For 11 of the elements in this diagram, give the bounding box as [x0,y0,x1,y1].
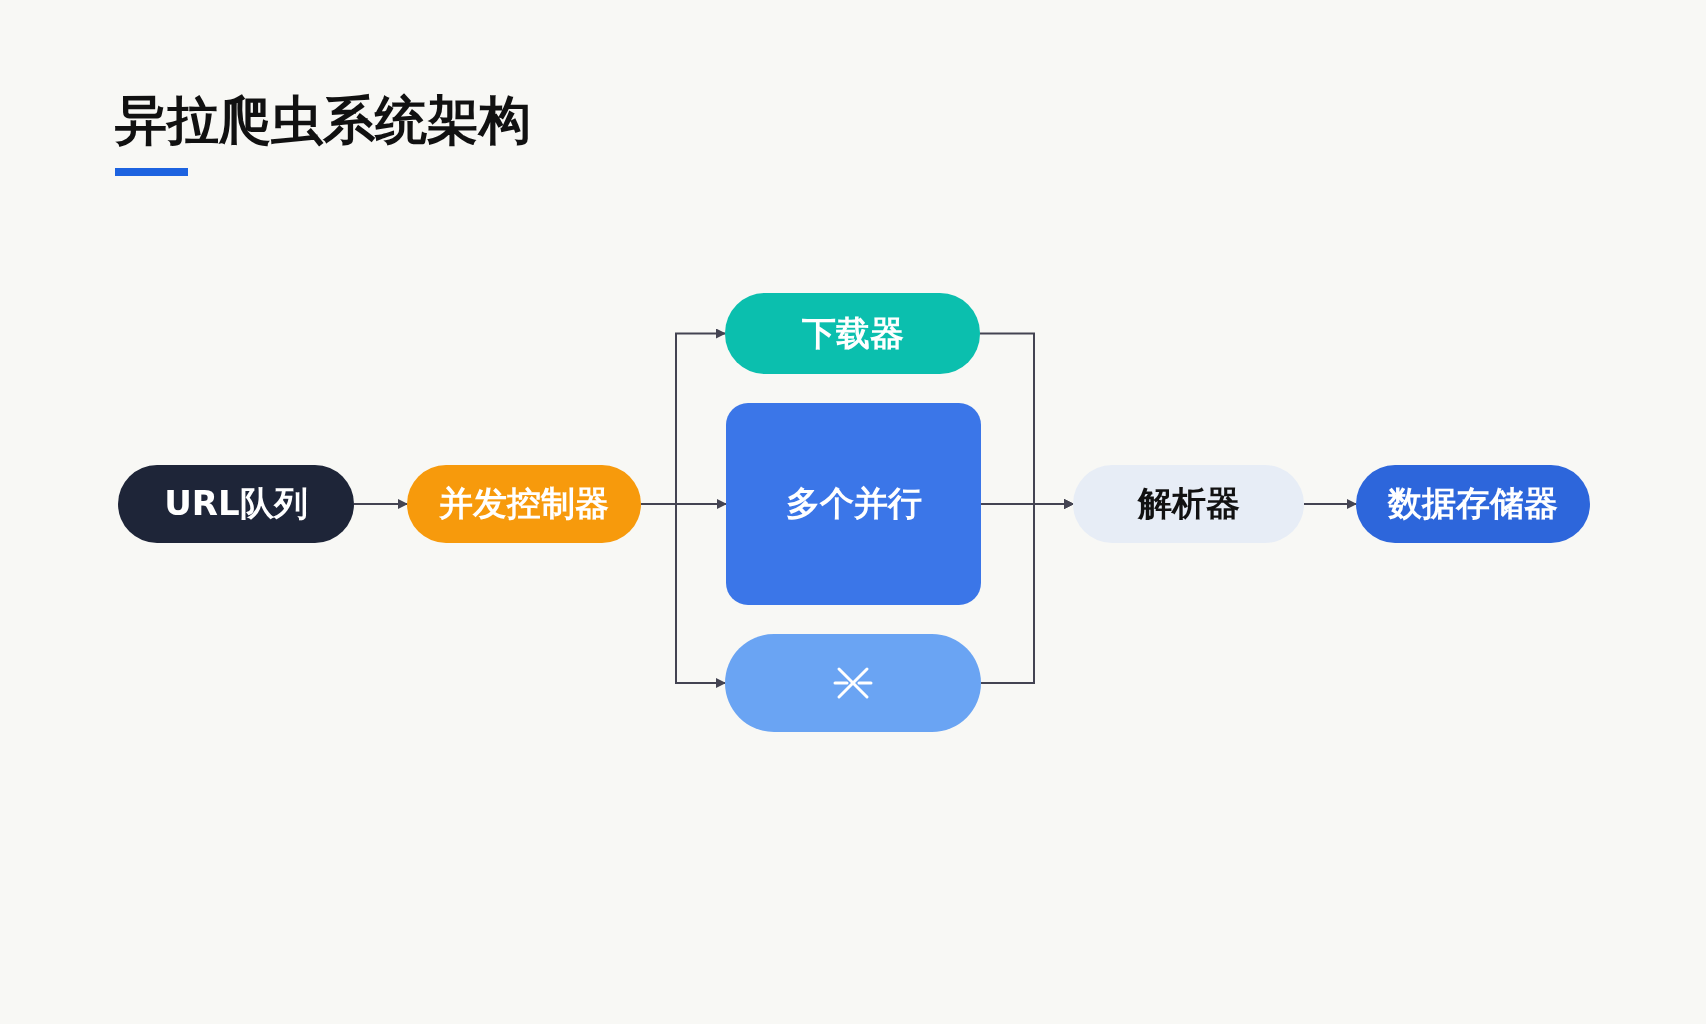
arrow [353,499,408,509]
node-label: 下载器 [801,311,904,355]
arrow [1303,499,1357,509]
node-label: 并发控制器 [439,482,609,525]
node-label: URL队列 [164,482,308,525]
node-label: 数据存储器 [1388,482,1558,525]
node-label: 解析器 [1137,482,1240,525]
node-label: 多个并行 [785,482,922,525]
arrow [980,499,1074,684]
title: 异拉爬虫系统架构 [115,89,531,152]
parallel-box [726,403,981,605]
